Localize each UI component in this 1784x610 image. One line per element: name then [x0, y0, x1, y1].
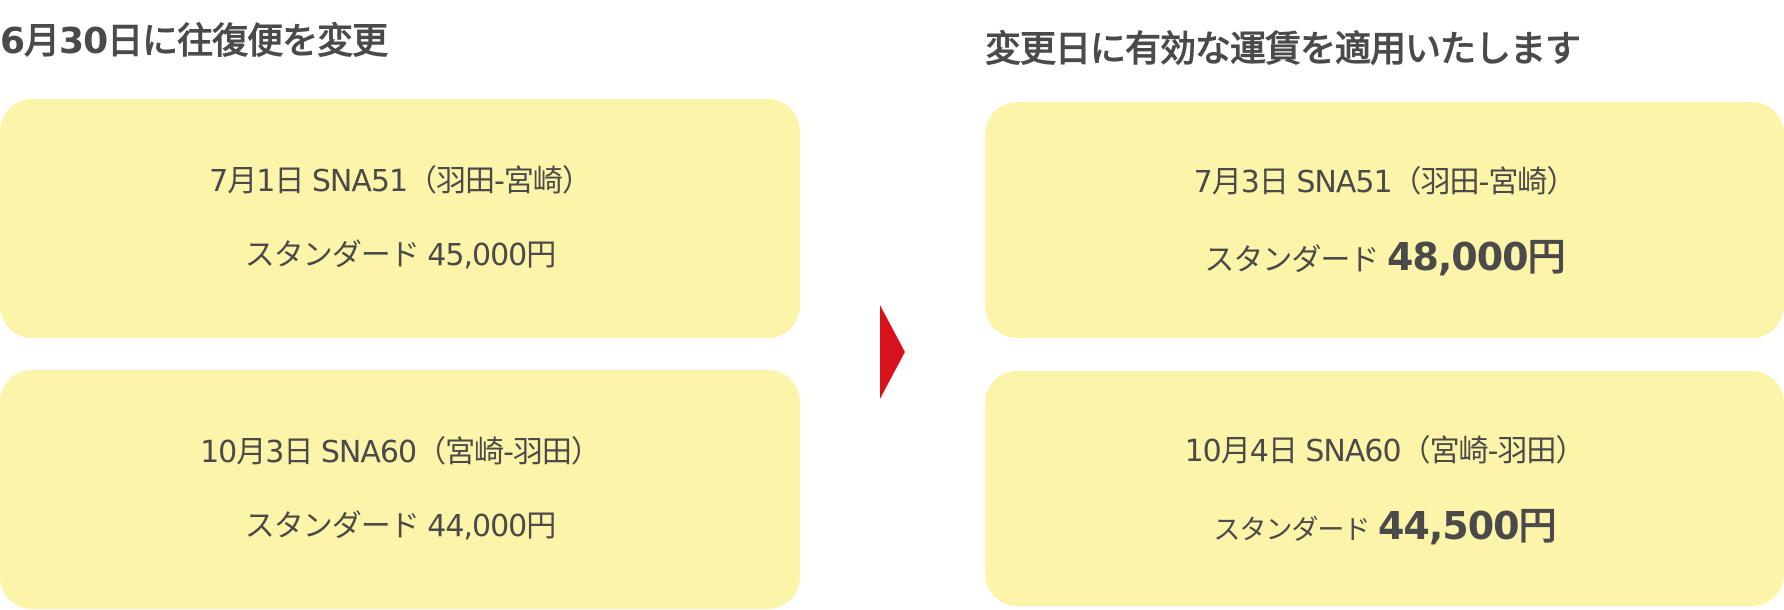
- fare-label: スタンダード: [1213, 514, 1370, 546]
- fare-line: スタンダード 44,000円: [244, 507, 557, 547]
- original-return-card: 10月3日 SNA60（宮崎-羽田） スタンダード 44,000円: [0, 370, 800, 609]
- fare-line: スタンダード 44,500円: [1213, 503, 1557, 548]
- new-return-card: 10月4日 SNA60（宮崎-羽田） スタンダード 44,500円: [985, 371, 1784, 606]
- fare-line: スタンダード 45,000円: [244, 236, 557, 276]
- original-outbound-card: 7月1日 SNA51（羽田-宮崎） スタンダード 45,000円: [0, 99, 800, 338]
- flight-info: 10月4日 SNA60（宮崎-羽田）: [1184, 433, 1586, 469]
- before-change-heading: 6月30日に往復便を変更: [0, 21, 388, 62]
- after-change-heading: 変更日に有効な運賃を適用いたします: [985, 29, 1581, 70]
- fare-label: スタンダード: [1204, 243, 1379, 278]
- flight-info: 7月1日 SNA51（羽田-宮崎）: [209, 163, 592, 199]
- flight-info: 7月3日 SNA51（羽田-宮崎）: [1193, 165, 1577, 200]
- flight-info: 10月3日 SNA60（宮崎-羽田）: [200, 434, 601, 470]
- fare-price: 45,000円: [427, 237, 556, 273]
- new-outbound-card: 7月3日 SNA51（羽田-宮崎） スタンダード 48,000円: [985, 102, 1784, 338]
- fare-line: スタンダード 48,000円: [1204, 235, 1566, 279]
- fare-price: 48,000円: [1386, 235, 1566, 279]
- fare-label: スタンダード: [244, 237, 420, 273]
- arrow-right-icon: [880, 305, 905, 399]
- fare-price: 44,500円: [1377, 503, 1557, 548]
- fare-label: スタンダード: [244, 508, 420, 544]
- fare-price: 44,000円: [427, 508, 556, 544]
